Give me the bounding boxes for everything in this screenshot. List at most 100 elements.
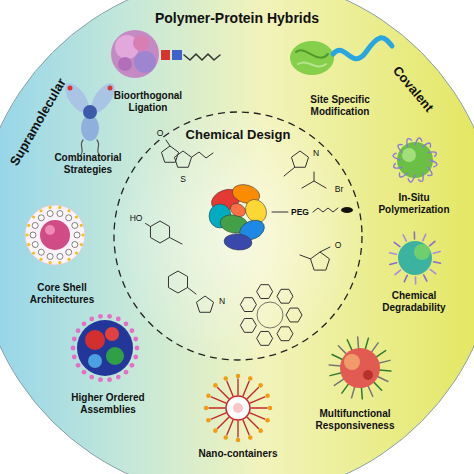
ligation-illustration [133,35,149,51]
assembly-illustration [72,355,77,360]
nanocontainer-illustration [223,435,228,440]
nanocontainer-illustration [213,428,218,433]
core-shell-illustration [57,253,63,259]
assembly-illustration [107,314,112,319]
assembly-illustration [133,337,138,342]
label-frame: In-Situ Polymerization [369,192,459,216]
nanocontainer-illustration [206,418,211,423]
nanocontainer-illustration [237,421,238,437]
category-label: Nano-containers [183,448,293,460]
assembly-illustration [76,328,81,333]
nanocontainer-illustration [258,428,263,433]
assembly-illustration [106,347,124,365]
category-label: Chemical Degradability [369,290,459,314]
nanocontainer-illustration [248,435,253,440]
degradable-illustration [414,232,416,239]
core-shell-illustration [81,233,84,236]
nanocontainer-illustration [204,406,209,411]
assembly-illustration [82,370,87,375]
core-shell-illustration [49,261,52,264]
label-frame: Higher Ordered Assemblies [60,392,156,416]
polymerization-illustration [402,148,416,162]
label-frame: Bioorthogonal Ligation [100,90,196,114]
core-shell-illustration [72,242,78,248]
label-frame: Chemical Degradability [369,290,459,314]
core-shell-illustration [47,211,53,217]
assembly-illustration [98,314,103,319]
degradable-illustration [415,277,417,284]
nanocontainer-illustration [236,374,241,379]
core-shell-illustration [66,215,72,221]
nanocontainer-illustration [265,418,270,423]
core-shell-illustration [40,220,70,250]
core-shell-illustration [32,242,38,248]
core-shell-illustration [74,232,80,238]
core-shell-illustration [67,258,70,261]
category-label: Multifunctional Responsiveness [307,408,403,432]
atom-label: Br [335,184,344,194]
core-shell-illustration [32,215,35,218]
nanocontainer-illustration [258,383,263,388]
assembly-illustration [124,321,129,326]
label-frame: Combinatorial Strategies [46,152,130,176]
polymerization-illustration [397,142,433,178]
ligation-illustration [161,50,170,60]
core-circle: Chemical Design [113,111,363,361]
ligation-illustration [172,50,182,60]
assembly-illustration [89,316,94,321]
core-shell-illustration [57,211,63,217]
core-shell-illustration [30,232,36,238]
nanocontainer-illustration [248,376,253,381]
assembly-illustration [76,363,81,368]
assembly-illustration [135,346,140,351]
core-shell-illustration [80,243,83,246]
chemical-structures [341,207,353,213]
site-specific-illustration [298,62,326,66]
label-frame: O [335,240,342,250]
atom-label: N [219,296,225,306]
label-frame: S [180,174,186,184]
category-label: Bioorthogonal Ligation [100,90,196,114]
core-shell-illustration [32,251,35,254]
atom-label: HO [130,213,143,223]
nanocontainer-illustration [204,374,273,443]
nanocontainer-illustration [265,393,270,398]
antibody-illustration [68,86,73,91]
nanocontainer-illustration [237,379,238,395]
category-label: Combinatorial Strategies [46,152,130,176]
assembly-illustration [98,377,103,382]
core-shell-illustration [27,243,30,246]
category-label: Higher Ordered Assemblies [60,392,156,416]
label-frame: Nano-containers [183,448,293,460]
core-shell-illustration [38,249,44,255]
label-frame: N [219,296,225,306]
core-shell-illustration [75,215,78,218]
site-specific-illustration [290,41,334,75]
core-shell-illustration [25,205,85,265]
assembly-illustration [82,321,87,326]
core-shell-illustration [32,222,38,228]
core-shell-illustration [25,205,85,265]
nanocontainer-illustration [223,376,228,381]
label-frame: PEG [291,207,309,217]
core-shell-illustration [39,258,42,261]
atom-label: O [157,128,164,138]
circle-heading: Polymer-Protein Hybrids [155,10,319,26]
nanocontainer-illustration [209,407,225,408]
category-label: In-Situ Polymerization [369,192,459,216]
core-shell-illustration [75,251,78,254]
circle-heading: Chemical Design [186,127,291,142]
atom-label: N [313,148,319,158]
core-shell-illustration [25,233,28,236]
nanocontainer-illustration [268,406,273,411]
responsive-illustration [363,370,373,380]
core-shell-illustration [58,206,61,209]
assembly-illustration [116,375,121,380]
core-shell-illustration [39,209,42,212]
label-frame: HO [130,213,143,223]
core-circle-outline [113,111,363,361]
responsive-illustration [344,354,360,370]
atom-label: PEG [291,207,309,217]
